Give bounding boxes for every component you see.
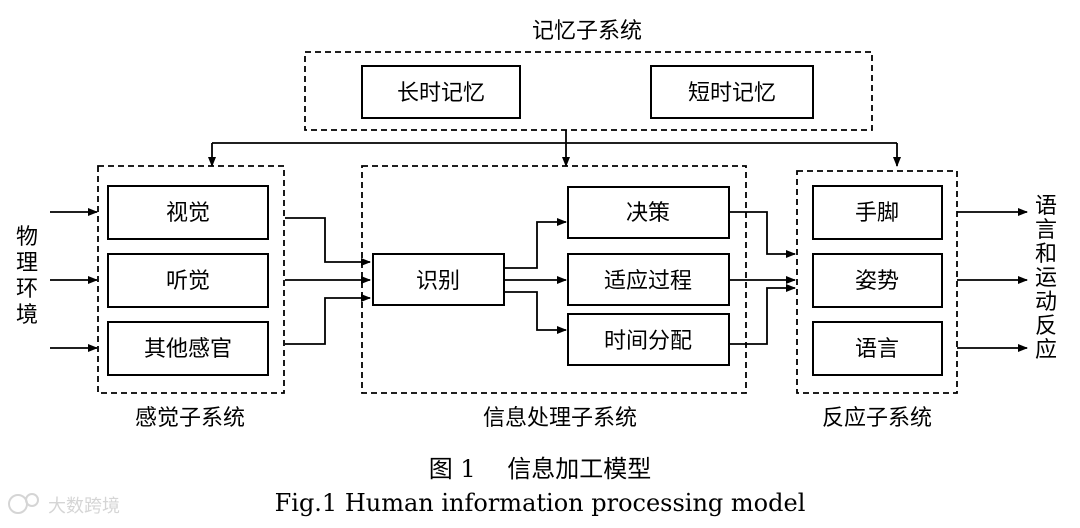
svg-text:应: 应 [1035,338,1057,363]
time-allocation-box [567,313,730,366]
svg-text:反: 反 [1035,314,1057,339]
short-term-memory-box [650,65,814,119]
response-subsystem-title: 反应子系统 [822,406,932,431]
adaptation-box [567,253,730,306]
vision-box [107,185,269,240]
processing-subsystem-group [361,165,747,394]
hands-feet-label: 手脚 [855,201,899,226]
svg-text:语: 语 [1035,194,1057,219]
long-term-memory-label: 长时记忆 [397,81,485,106]
speech-label: 语言 [855,337,899,362]
output-response-label: 语 言 和 运 动 反 应 [1035,194,1057,363]
process-to-response-arrows [729,211,796,345]
watermark-logo-icon [8,494,28,514]
long-term-memory-box [361,65,521,119]
response-subsystem-group [796,170,958,394]
vision-label: 视觉 [166,201,210,226]
response-output-arrows [957,208,1028,352]
posture-box [812,253,943,308]
caption-chinese: 图 1 信息加工模型 [429,455,652,483]
recognition-to-process-arrows [504,218,567,334]
other-senses-box [107,321,269,376]
processing-subsystem-title: 信息处理子系统 [483,406,637,431]
physical-environment-label: 物 理 环 境 [16,225,38,328]
sensory-subsystem-group [97,165,285,394]
memory-subsystem-group [304,51,873,131]
svg-text:物: 物 [16,225,38,250]
memory-distribution-arrows [208,130,901,167]
recognition-box [372,253,505,306]
other-senses-label: 其他感官 [144,337,232,362]
recognition-label: 识别 [416,269,460,294]
decision-box [567,186,730,239]
watermark-text: 大数跨境 [48,496,120,517]
memory-subsystem-title: 记忆子系统 [532,19,642,44]
svg-text:环: 环 [16,277,38,302]
watermark: 大数跨境 [8,493,120,517]
adaptation-label: 适应过程 [604,269,692,294]
svg-text:和: 和 [1035,242,1057,267]
hearing-label: 听觉 [166,269,210,294]
environment-input-arrows [50,208,98,352]
svg-text:运: 运 [1035,266,1057,291]
hands-feet-box [812,185,943,240]
svg-text:言: 言 [1035,218,1057,243]
sensory-to-recognition-arrows [285,217,371,345]
time-allocation-label: 时间分配 [604,329,692,354]
hearing-box [107,253,269,308]
caption-english: Fig.1 Human information processing model [275,489,806,517]
svg-text:境: 境 [16,303,38,328]
svg-text:理: 理 [16,251,38,276]
sensory-subsystem-title: 感觉子系统 [135,406,245,431]
svg-text:动: 动 [1035,290,1057,315]
speech-box [812,321,943,376]
short-term-memory-label: 短时记忆 [688,81,776,106]
posture-label: 姿势 [855,269,899,294]
decision-label: 决策 [626,201,670,226]
